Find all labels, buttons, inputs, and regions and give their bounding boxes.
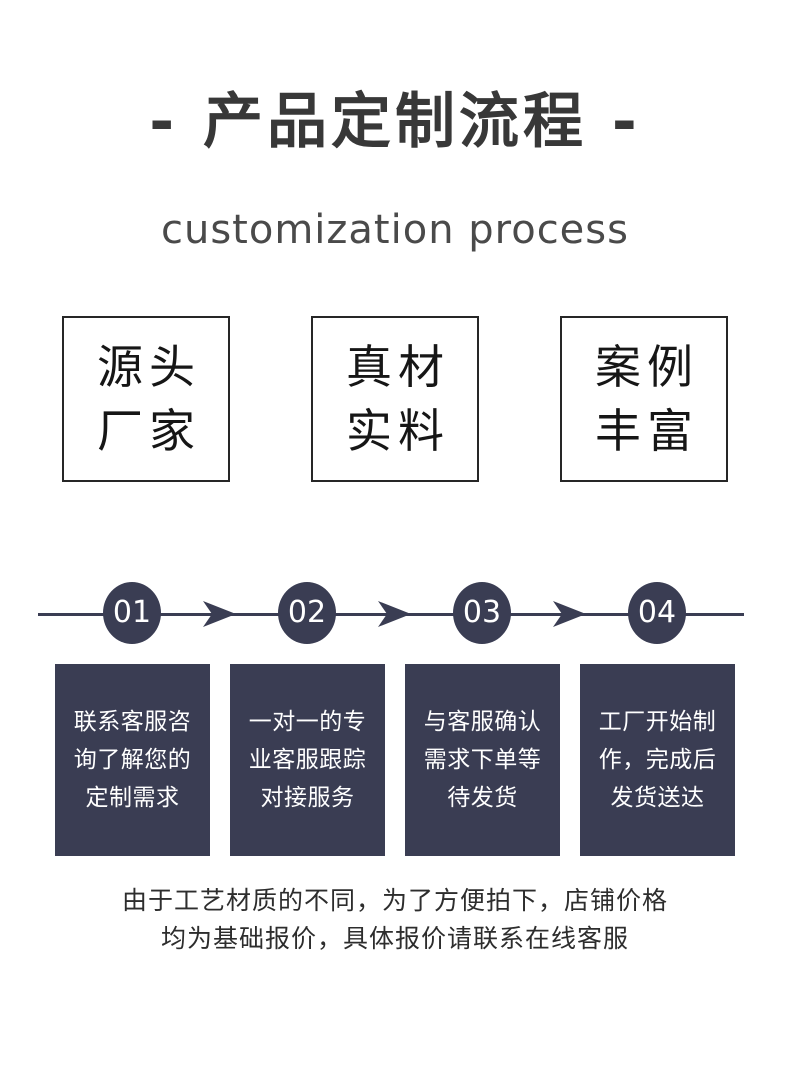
feature-box-real-materials: 真材 实料 bbox=[311, 316, 479, 482]
feature-box-source-factory: 源头 厂家 bbox=[62, 316, 230, 482]
step-card-line: 发货送达 bbox=[610, 785, 705, 811]
step-number-badge-1: 01 bbox=[103, 582, 161, 644]
footer-note-line-1: 由于工艺材质的不同，为了方便拍下，店铺价格 bbox=[121, 886, 668, 915]
step-card-line: 工厂开始制 bbox=[598, 709, 717, 735]
step-card-line: 一对一的专 bbox=[248, 709, 367, 735]
step-card-line: 作，完成后 bbox=[598, 747, 717, 773]
process-timeline: 01 02 03 04 bbox=[0, 482, 790, 660]
page-subtitle: customization process bbox=[161, 207, 629, 253]
feature-line: 源头 bbox=[97, 340, 201, 394]
feature-line: 厂家 bbox=[97, 404, 201, 458]
feature-boxes-row: 源头 厂家 真材 实料 案例 丰富 bbox=[0, 316, 790, 482]
step-card-line: 询了解您的 bbox=[73, 747, 192, 773]
step-number-badge-4: 04 bbox=[628, 582, 686, 644]
step-card-line: 需求下单等 bbox=[423, 747, 542, 773]
step-card-line: 联系客服咨 bbox=[73, 709, 192, 735]
feature-line: 丰富 bbox=[595, 404, 699, 458]
footer-note-line-2: 均为基础报价，具体报价请联系在线客服 bbox=[160, 924, 629, 953]
footer-note: 由于工艺材质的不同，为了方便拍下，店铺价格 均为基础报价，具体报价请联系在线客服 bbox=[0, 882, 790, 958]
step-card-one-on-one-service: 一对一的专 业客服跟踪 对接服务 bbox=[230, 664, 385, 856]
feature-box-rich-cases: 案例 丰富 bbox=[560, 316, 728, 482]
step-card-factory-production: 工厂开始制 作，完成后 发货送达 bbox=[580, 664, 735, 856]
feature-line: 真材 bbox=[346, 340, 450, 394]
arrow-right-icon bbox=[553, 601, 586, 627]
arrow-right-icon bbox=[378, 601, 411, 627]
step-number-badge-3: 03 bbox=[453, 582, 511, 644]
step-card-line: 对接服务 bbox=[260, 785, 355, 811]
step-card-line: 与客服确认 bbox=[423, 709, 542, 735]
feature-line: 案例 bbox=[595, 340, 699, 394]
step-number-badge-2: 02 bbox=[278, 582, 336, 644]
step-cards-row: 联系客服咨 询了解您的 定制需求 一对一的专 业客服跟踪 对接服务 与客服确认 … bbox=[55, 664, 790, 856]
step-card-line: 待发货 bbox=[447, 785, 518, 811]
arrow-right-icon bbox=[203, 601, 236, 627]
step-card-line: 业客服跟踪 bbox=[248, 747, 367, 773]
page-title: - 产品定制流程 - bbox=[149, 87, 641, 157]
step-card-confirm-order: 与客服确认 需求下单等 待发货 bbox=[405, 664, 560, 856]
step-card-contact-service: 联系客服咨 询了解您的 定制需求 bbox=[55, 664, 210, 856]
step-card-line: 定制需求 bbox=[85, 785, 180, 811]
feature-line: 实料 bbox=[346, 404, 450, 458]
